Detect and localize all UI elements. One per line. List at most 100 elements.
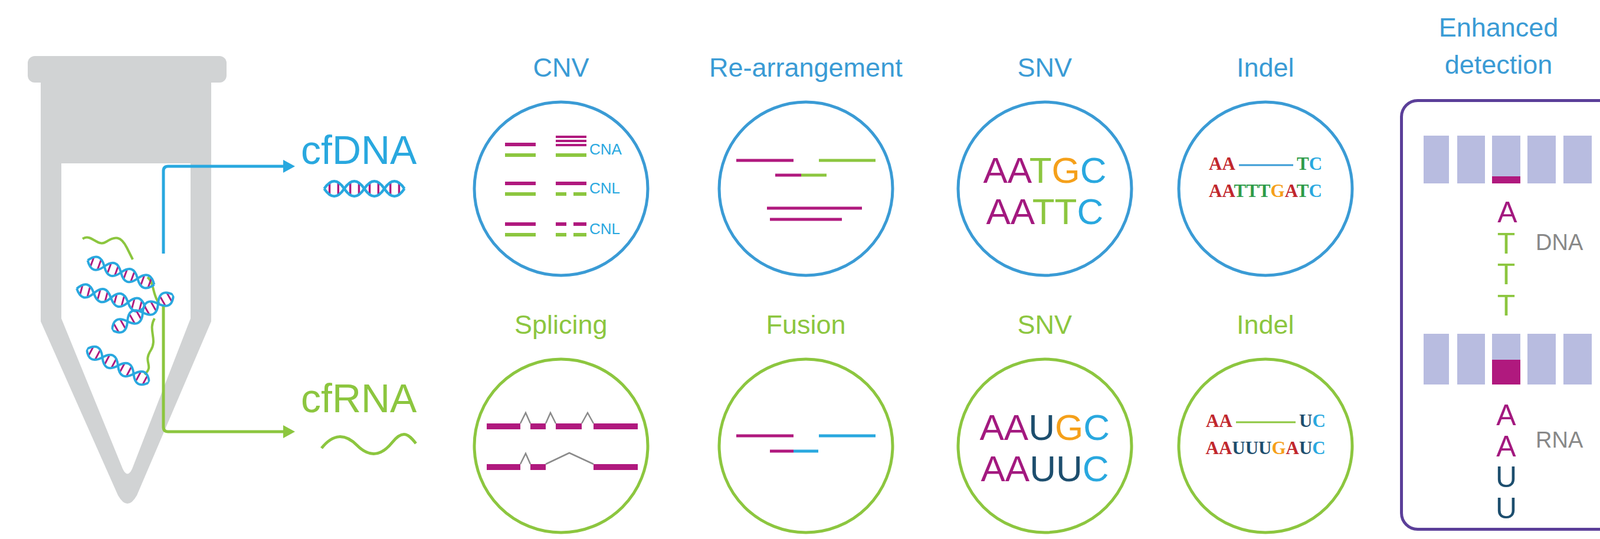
variant-circle: IndelAATTTGATCAATC — [1176, 100, 1354, 278]
sample-label: cfRNA — [300, 376, 417, 421]
letter: U — [1258, 437, 1272, 459]
letter: C — [1312, 410, 1326, 432]
variant-circle: Re-arrangement — [717, 100, 895, 278]
cnv-label: CNA — [589, 141, 622, 159]
letter: U — [1299, 410, 1313, 432]
letter: U — [1299, 437, 1313, 459]
letter: A — [1010, 191, 1033, 232]
circle-heading: Splicing — [514, 309, 608, 341]
letter: G — [1271, 437, 1286, 459]
letter: A — [1205, 410, 1219, 432]
detection-panel: Enhanced detectionATTTDNAAAUURNA — [1400, 99, 1600, 531]
letter: C — [1083, 407, 1110, 448]
sequence: AAUGC — [979, 406, 1111, 449]
circle-heading: Indel — [1236, 52, 1295, 84]
letter: A — [1004, 407, 1029, 448]
letter: U — [1029, 448, 1057, 490]
letter: A — [1221, 153, 1235, 175]
panel-heading: Enhanced detection — [1424, 8, 1573, 84]
letter: A — [983, 149, 1008, 191]
variant-circle: Splicing — [472, 357, 650, 535]
letter: U — [1495, 460, 1517, 494]
dna-icon — [324, 181, 405, 197]
letter: U — [1231, 437, 1245, 459]
letter: C — [1076, 191, 1104, 232]
letter: T — [1054, 191, 1078, 232]
letter: A — [1007, 149, 1030, 191]
sequence: AATGC — [983, 149, 1107, 192]
deletion-gap — [1238, 164, 1294, 167]
rna-icon — [321, 434, 416, 454]
letter: T — [1258, 180, 1271, 202]
circle-outline — [717, 357, 895, 535]
letter: C — [1308, 180, 1322, 202]
variant-circle: SNVAAUGCAAUUC — [956, 357, 1134, 535]
molecules — [74, 237, 177, 389]
letter: A — [1218, 437, 1232, 459]
cnv-label: CNL — [589, 179, 621, 198]
letter: A — [1496, 398, 1516, 432]
sequence: UC — [1299, 410, 1326, 432]
sequence: AATTTGATC — [1208, 180, 1323, 202]
molecule-label: DNA — [1535, 230, 1583, 257]
sequence: AAUUUGAUC — [1205, 437, 1326, 459]
letter: C — [1309, 153, 1323, 175]
cnv-lines — [505, 136, 587, 235]
letter: A — [1496, 430, 1516, 464]
circle-heading: Indel — [1236, 309, 1295, 341]
circle-heading: Re-arrangement — [709, 52, 903, 84]
molecule-label: RNA — [1535, 427, 1583, 454]
sequence: AA — [1205, 410, 1233, 432]
sequence: AAUUC — [981, 447, 1110, 490]
circle-outline — [472, 357, 650, 535]
letter: A — [986, 191, 1011, 232]
variant-circle: Fusion — [717, 357, 895, 535]
sequence: AA — [1208, 153, 1236, 175]
letter: G — [1051, 149, 1081, 191]
rearrangement-lines — [736, 160, 876, 220]
letter: A — [1286, 437, 1300, 459]
deletion-gap — [1235, 421, 1296, 424]
coverage-bars — [1423, 135, 1592, 385]
circle-heading: Fusion — [766, 309, 847, 341]
letter: T — [1497, 257, 1516, 291]
variant-circle: IndelAAUUUGAUCAAUC — [1176, 357, 1354, 535]
letter: T — [1029, 149, 1052, 191]
letter: T — [1246, 180, 1259, 202]
splicing-exons — [486, 412, 638, 468]
letter: A — [1221, 180, 1234, 202]
letter: T — [1296, 180, 1310, 202]
letter: G — [1054, 407, 1084, 448]
cnv-label: CNL — [589, 220, 621, 239]
letter: A — [979, 407, 1005, 448]
circle-outline — [472, 100, 650, 278]
letter: A — [1497, 195, 1516, 229]
base-column: ATTT — [1491, 197, 1521, 321]
letter: A — [1205, 437, 1219, 459]
sequence: TC — [1296, 153, 1323, 175]
letter: C — [1080, 149, 1107, 191]
letter: C — [1312, 437, 1326, 459]
letter: C — [1082, 448, 1110, 490]
letter: U — [1245, 437, 1259, 459]
letter: T — [1497, 227, 1516, 261]
letter: U — [1028, 407, 1055, 448]
letter: T — [1233, 180, 1247, 202]
fusion-lines — [736, 435, 876, 452]
letter: U — [1495, 492, 1517, 526]
base-column: AAUU — [1491, 400, 1521, 524]
sequence: AATTC — [986, 190, 1104, 233]
circle-heading: CNV — [533, 52, 590, 84]
variant-circle: SNVAATGCAATTC — [956, 100, 1134, 278]
variant-circle: CNVCNACNLCNL — [472, 100, 650, 278]
letter: T — [1296, 153, 1310, 175]
tube — [27, 56, 227, 504]
split-arrows — [163, 159, 295, 439]
letter: A — [1208, 153, 1222, 175]
sample-label: cfDNA — [300, 128, 417, 173]
letter: A — [1284, 180, 1297, 202]
letter: U — [1056, 448, 1083, 490]
letter: A — [1218, 410, 1232, 432]
circle-outline — [717, 100, 895, 278]
letter: T — [1497, 289, 1516, 323]
